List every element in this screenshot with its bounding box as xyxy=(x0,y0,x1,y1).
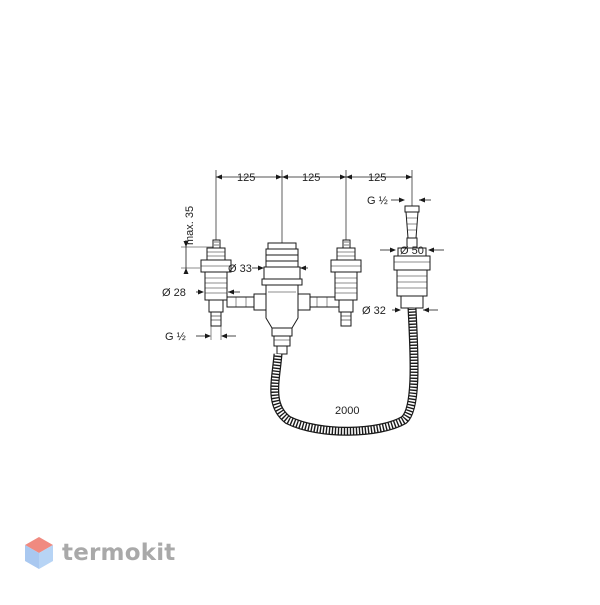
diverter-unit xyxy=(393,205,431,309)
dim-diameter-28: Ø 28 xyxy=(162,287,186,299)
dim-diameter-50: Ø 50 xyxy=(400,245,424,257)
diameter-33-marker xyxy=(252,265,308,271)
dim-max-height: max. 35 xyxy=(184,206,196,245)
max-height-dimension xyxy=(181,240,214,274)
diameter-50-marker xyxy=(380,247,444,253)
dim-diameter-32: Ø 32 xyxy=(362,305,386,317)
termokit-logo: termokit xyxy=(24,536,175,570)
dim-hose-length: 2000 xyxy=(335,405,359,417)
dim-spacing-2: 125 xyxy=(302,172,320,184)
dim-diameter-33: Ø 33 xyxy=(228,263,252,275)
spacing-dimension-line xyxy=(216,174,412,180)
right-valve xyxy=(330,239,362,327)
diameter-32-marker xyxy=(392,307,438,313)
dim-thread-top: G ½ xyxy=(367,195,388,207)
hose xyxy=(270,307,419,436)
dim-spacing-1: 125 xyxy=(237,172,255,184)
thread-top-marker xyxy=(391,197,431,203)
cube-icon xyxy=(25,537,53,569)
dimension-labels: 125 125 125 max. 35 Ø 28 Ø 33 Ø 50 Ø 32 … xyxy=(162,172,424,417)
diameter-28-marker xyxy=(196,289,240,295)
thread-left-marker xyxy=(196,326,236,340)
center-mixer xyxy=(261,242,303,355)
dim-thread-left: G ½ xyxy=(165,331,186,343)
brand-name: termokit xyxy=(62,540,176,566)
dim-spacing-3: 125 xyxy=(368,172,386,184)
left-valve xyxy=(200,239,232,327)
